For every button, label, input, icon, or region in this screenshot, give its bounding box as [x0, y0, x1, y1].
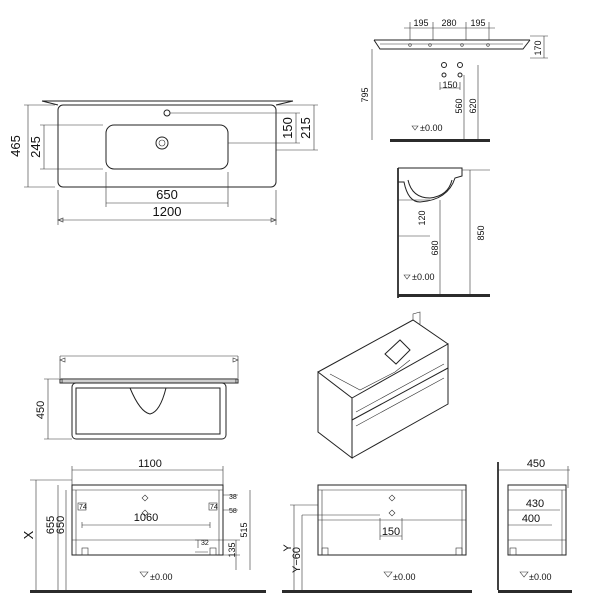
- dim-1100: 1100: [138, 458, 162, 470]
- dim-620: 620: [468, 98, 478, 113]
- cabinet-plan: 1175 450: [35, 0, 239, 440]
- drain-icon: [155, 136, 169, 150]
- section-view: 120 680 850 ±0.00: [397, 167, 490, 298]
- front-view-cabinet: 1100 74 74 1060 32 38 58 135 515 X 655 6…: [21, 458, 266, 593]
- dim-795: 795: [360, 87, 370, 102]
- dim-680: 680: [430, 240, 440, 255]
- dim-195-a: 195: [413, 18, 428, 28]
- dim-215: 215: [298, 117, 313, 139]
- floor-label-1: ±0.00: [420, 123, 442, 133]
- dim-515: 515: [239, 522, 249, 537]
- dim-430: 430: [526, 498, 544, 510]
- dim-400: 400: [522, 513, 540, 525]
- dim-1175: 1175: [138, 0, 162, 3]
- dim-135: 135: [227, 542, 237, 557]
- dim-280: 280: [441, 18, 456, 28]
- isometric-cabinet: [317, 311, 449, 460]
- dim-560: 560: [454, 98, 464, 113]
- dim-655: 655: [45, 516, 57, 534]
- floor-label-5: ±0.00: [529, 572, 551, 582]
- dim-245: 245: [28, 136, 43, 158]
- dim-74-right: 74: [210, 504, 218, 511]
- dim-450-side: 450: [527, 458, 545, 470]
- dim-y: Y: [282, 544, 294, 552]
- floor-label-4: ±0.00: [393, 572, 415, 582]
- dim-1200: 1200: [153, 204, 182, 219]
- dim-74-left: 74: [79, 504, 87, 511]
- dim-450-plan: 450: [35, 401, 47, 419]
- top-view-basin: 1200 650 465 245 150 215: [8, 100, 318, 225]
- dim-pipe-mid: 150: [382, 526, 400, 538]
- side-view-cabinet: 450 430 400 ±0.00: [497, 458, 572, 593]
- floor-label-2: ±0.00: [412, 272, 434, 282]
- installation-elevation: 195 280 195 170 795 150 560 620 ±0.00: [360, 18, 548, 142]
- dim-pipe-150: 150: [442, 80, 457, 90]
- dim-58: 58: [229, 508, 237, 515]
- dim-38: 38: [229, 494, 237, 501]
- dim-195-b: 195: [470, 18, 485, 28]
- dim-170: 170: [533, 40, 543, 55]
- dim-850: 850: [476, 225, 486, 240]
- dim-1060: 1060: [134, 512, 158, 524]
- tap-hole-icon: [163, 109, 171, 117]
- dim-x: X: [21, 530, 36, 539]
- dim-650: 650: [55, 516, 67, 534]
- floor-label-3: ±0.00: [150, 572, 172, 582]
- dim-32: 32: [201, 540, 209, 547]
- dim-650: 650: [156, 187, 178, 202]
- dim-120: 120: [417, 210, 427, 225]
- front-view-installation: 150 Y Y−60 ±0.00: [282, 484, 472, 593]
- dim-y-60: Y−60: [291, 547, 303, 573]
- dim-465: 465: [8, 135, 23, 157]
- bowl-outline: [105, 124, 229, 170]
- dim-150: 150: [280, 117, 295, 139]
